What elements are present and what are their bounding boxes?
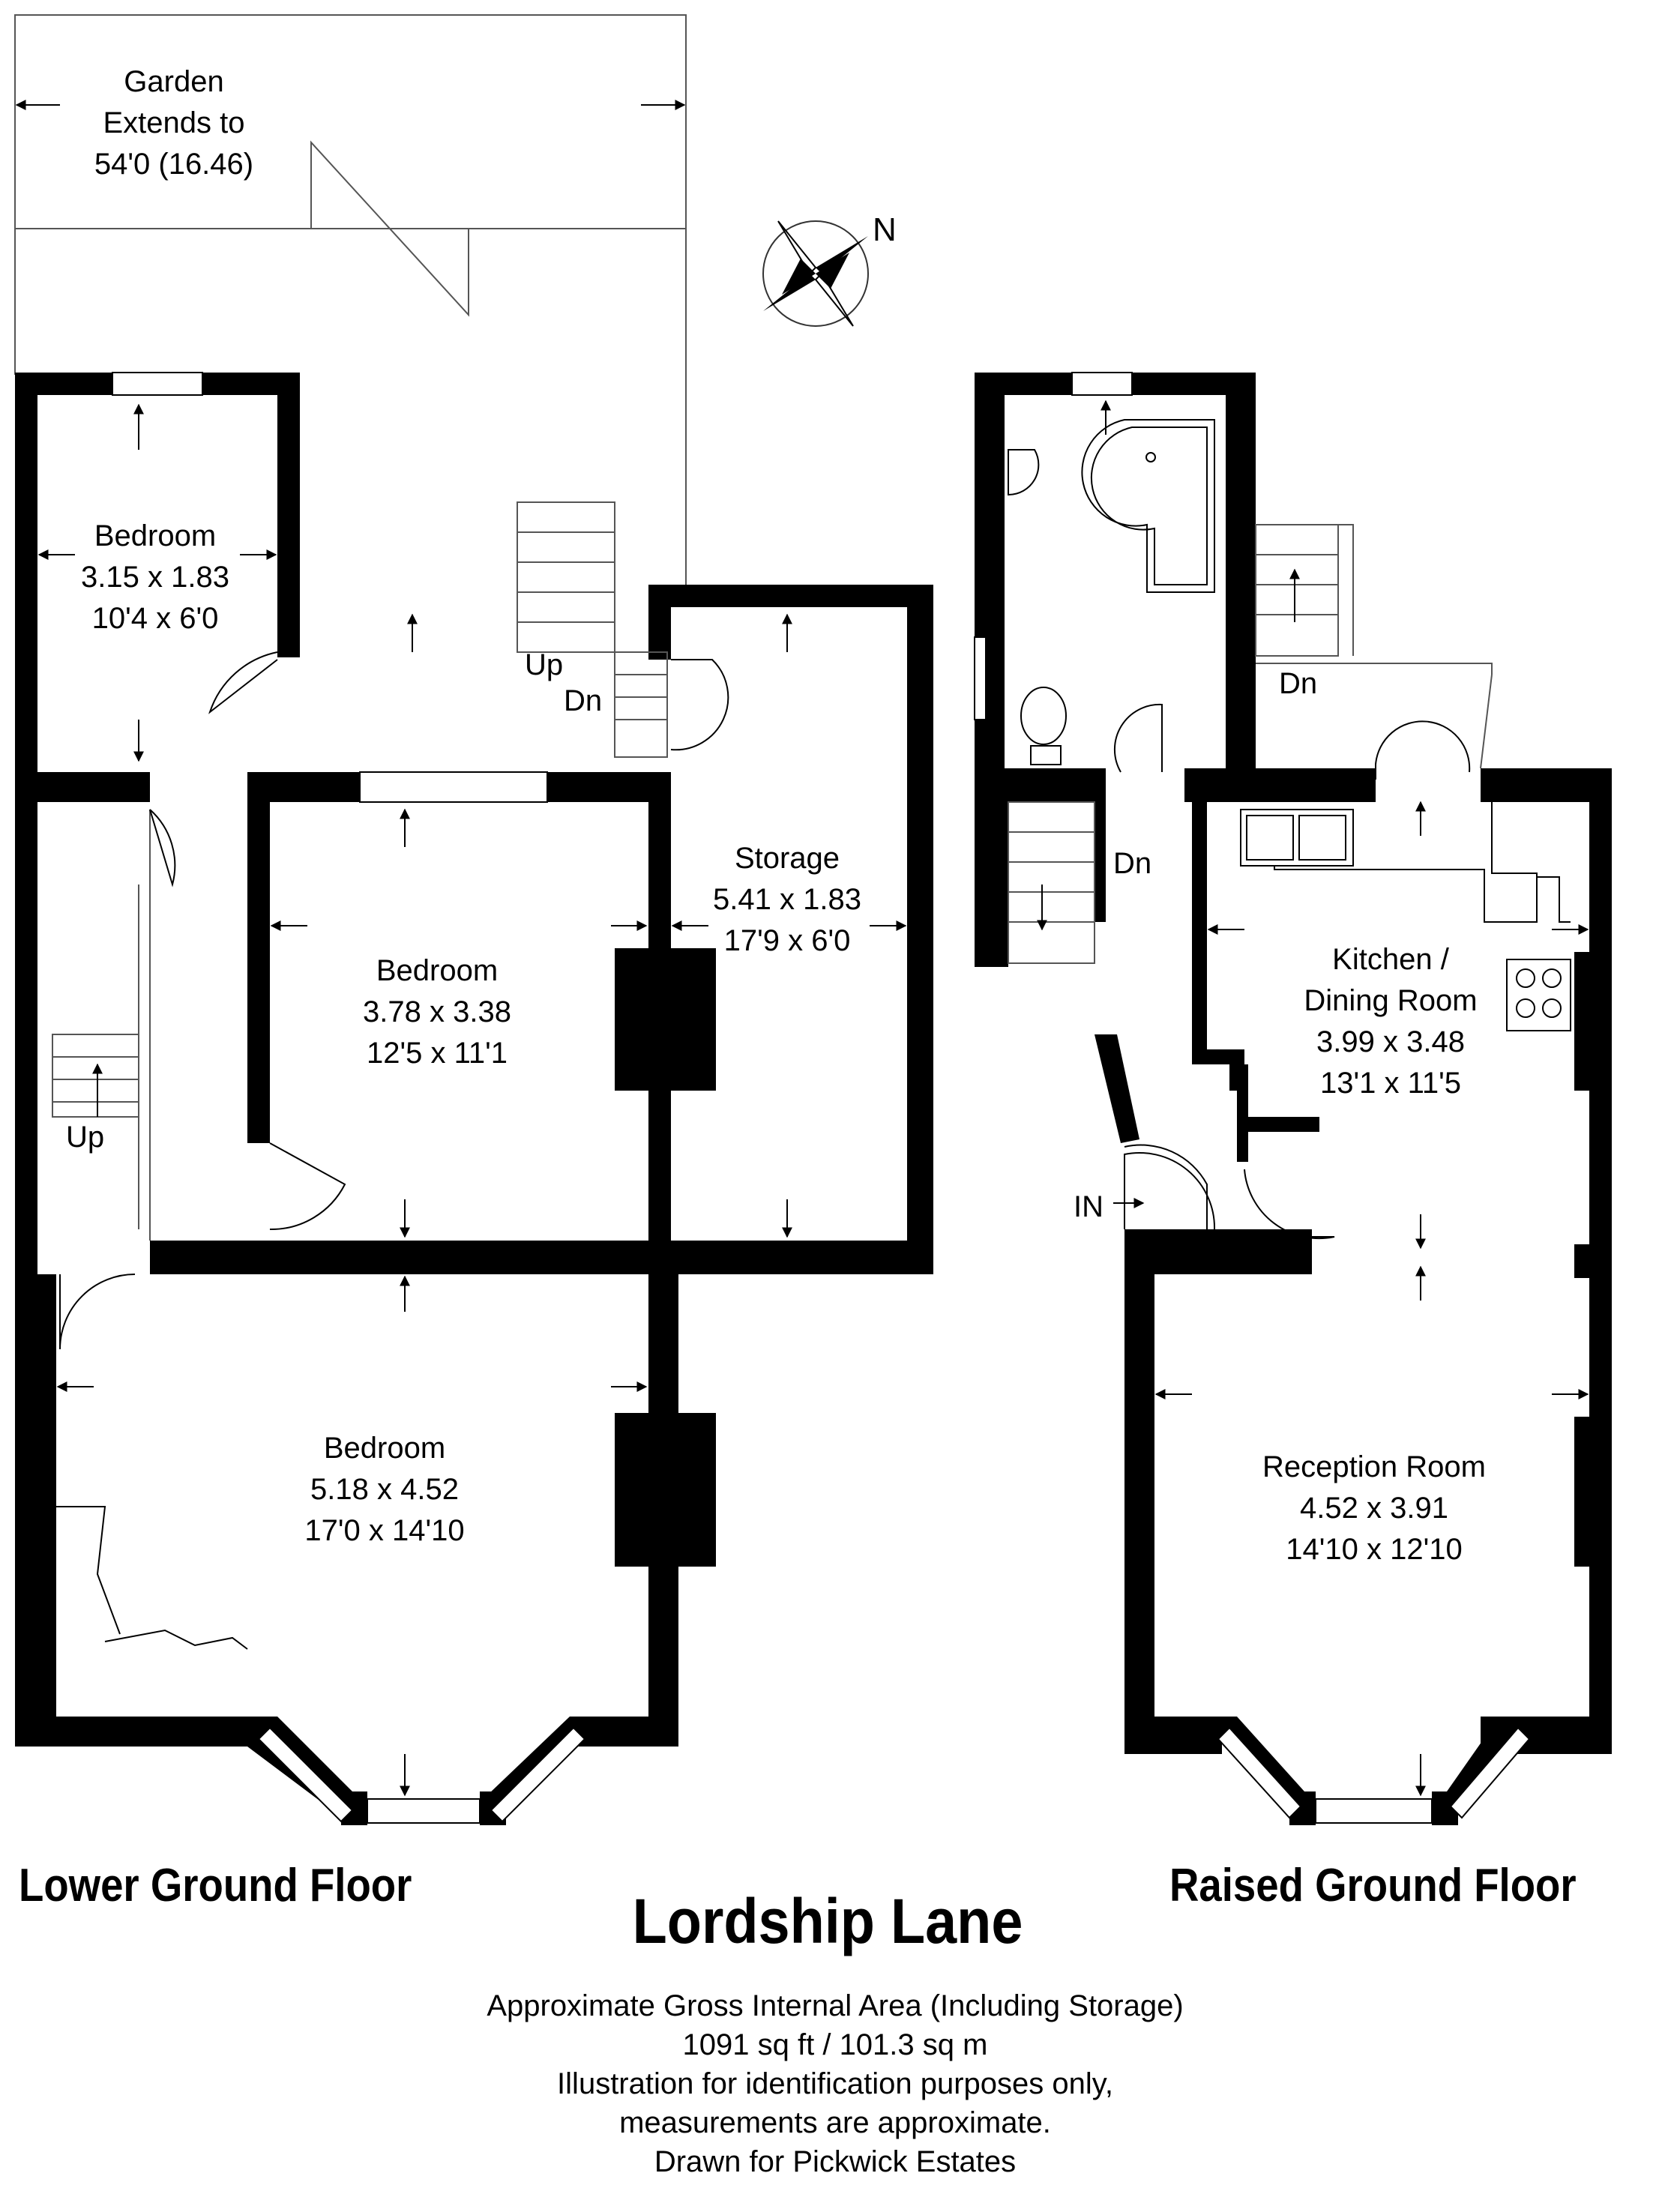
floor-title-raised: Raised Ground Floor xyxy=(1169,1860,1577,1911)
room-metric: 3.15 x 1.83 xyxy=(81,561,229,594)
footer-line1: Approximate Gross Internal Area (Includi… xyxy=(487,1989,1184,2022)
room-name-line2: Dining Room xyxy=(1304,984,1478,1017)
garden-label: Garden Extends to 54'0 (16.46) xyxy=(94,61,253,185)
room-lg-bedroom-large: Bedroom 5.18 x 4.52 17'0 x 14'10 xyxy=(304,1428,464,1552)
room-imperial: 10'4 x 6'0 xyxy=(91,602,219,635)
footer-line4: measurements are approximate. xyxy=(619,2106,1051,2139)
footer-notes: Approximate Gross Internal Area (Includi… xyxy=(487,1986,1183,2181)
room-name: Reception Room xyxy=(1262,1450,1486,1483)
garden-line2: Extends to xyxy=(103,106,245,139)
raised-ground-dimension-arrows xyxy=(1037,400,1589,1797)
room-rg-kitchen-dining: Kitchen / Dining Room 3.99 x 3.48 13'1 x… xyxy=(1304,939,1477,1104)
property-title: Lordship Lane xyxy=(632,1886,1023,1956)
garden-outline xyxy=(14,14,687,585)
entrance-label: IN xyxy=(1074,1190,1104,1223)
room-lg-bedroom-mid: Bedroom 3.78 x 3.38 12'5 x 11'1 xyxy=(363,950,511,1074)
footer-line2: 1091 sq ft / 101.3 sq m xyxy=(682,2028,988,2061)
room-rg-reception: Reception Room 4.52 x 3.91 14'10 x 12'10 xyxy=(1262,1447,1486,1570)
room-imperial: 13'1 x 11'5 xyxy=(1319,1067,1461,1100)
lower-ground-stairs xyxy=(52,501,668,1241)
room-name: Bedroom xyxy=(376,954,499,987)
garden-line1: Garden xyxy=(124,65,224,98)
stairs-down-label-hall: Dn xyxy=(1113,847,1152,880)
room-lg-storage: Storage 5.41 x 1.83 17'9 x 6'0 xyxy=(713,838,861,962)
room-imperial: 14'10 x 12'10 xyxy=(1286,1533,1463,1566)
room-metric: 3.99 x 3.48 xyxy=(1316,1025,1465,1058)
raised-ground-doors xyxy=(1124,1144,1335,1240)
raised-ground-fixtures xyxy=(1008,419,1571,1031)
lower-ground-dimension-arrows xyxy=(37,403,907,1797)
footer-line3: Illustration for identification purposes… xyxy=(557,2067,1113,2100)
raised-ground-walls xyxy=(975,373,1612,1825)
room-name: Bedroom xyxy=(94,519,217,552)
room-name-line1: Kitchen / xyxy=(1332,943,1449,976)
footer-line5: Drawn for Pickwick Estates xyxy=(654,2145,1017,2178)
floor-title-lower: Lower Ground Floor xyxy=(19,1860,412,1911)
lower-ground-windows xyxy=(112,372,586,1824)
room-metric: 3.78 x 3.38 xyxy=(363,995,511,1028)
room-lg-bedroom-small: Bedroom 3.15 x 1.83 10'4 x 6'0 xyxy=(81,516,229,639)
compass-rose xyxy=(762,220,869,327)
compass-north-label: N xyxy=(873,211,897,248)
room-metric: 4.52 x 3.91 xyxy=(1300,1492,1448,1525)
room-imperial: 17'0 x 14'10 xyxy=(304,1514,465,1547)
raised-ground-stairs xyxy=(1008,524,1493,964)
stairs-down-label-bath: Dn xyxy=(1279,667,1318,700)
lower-ground-doors xyxy=(56,651,729,1650)
stairs-up-label-left: Up xyxy=(66,1121,105,1154)
room-metric: 5.18 x 4.52 xyxy=(310,1473,459,1506)
room-metric: 5.41 x 1.83 xyxy=(713,883,861,916)
room-imperial: 17'9 x 6'0 xyxy=(723,924,851,957)
stairs-up-label-top: Up xyxy=(525,648,564,681)
room-name: Storage xyxy=(734,842,840,875)
raised-ground-windows xyxy=(974,372,1531,1824)
room-imperial: 12'5 x 11'1 xyxy=(366,1037,508,1070)
stairs-down-label-top: Dn xyxy=(564,684,603,717)
room-name: Bedroom xyxy=(323,1432,446,1465)
garden-line3: 54'0 (16.46) xyxy=(94,148,254,181)
